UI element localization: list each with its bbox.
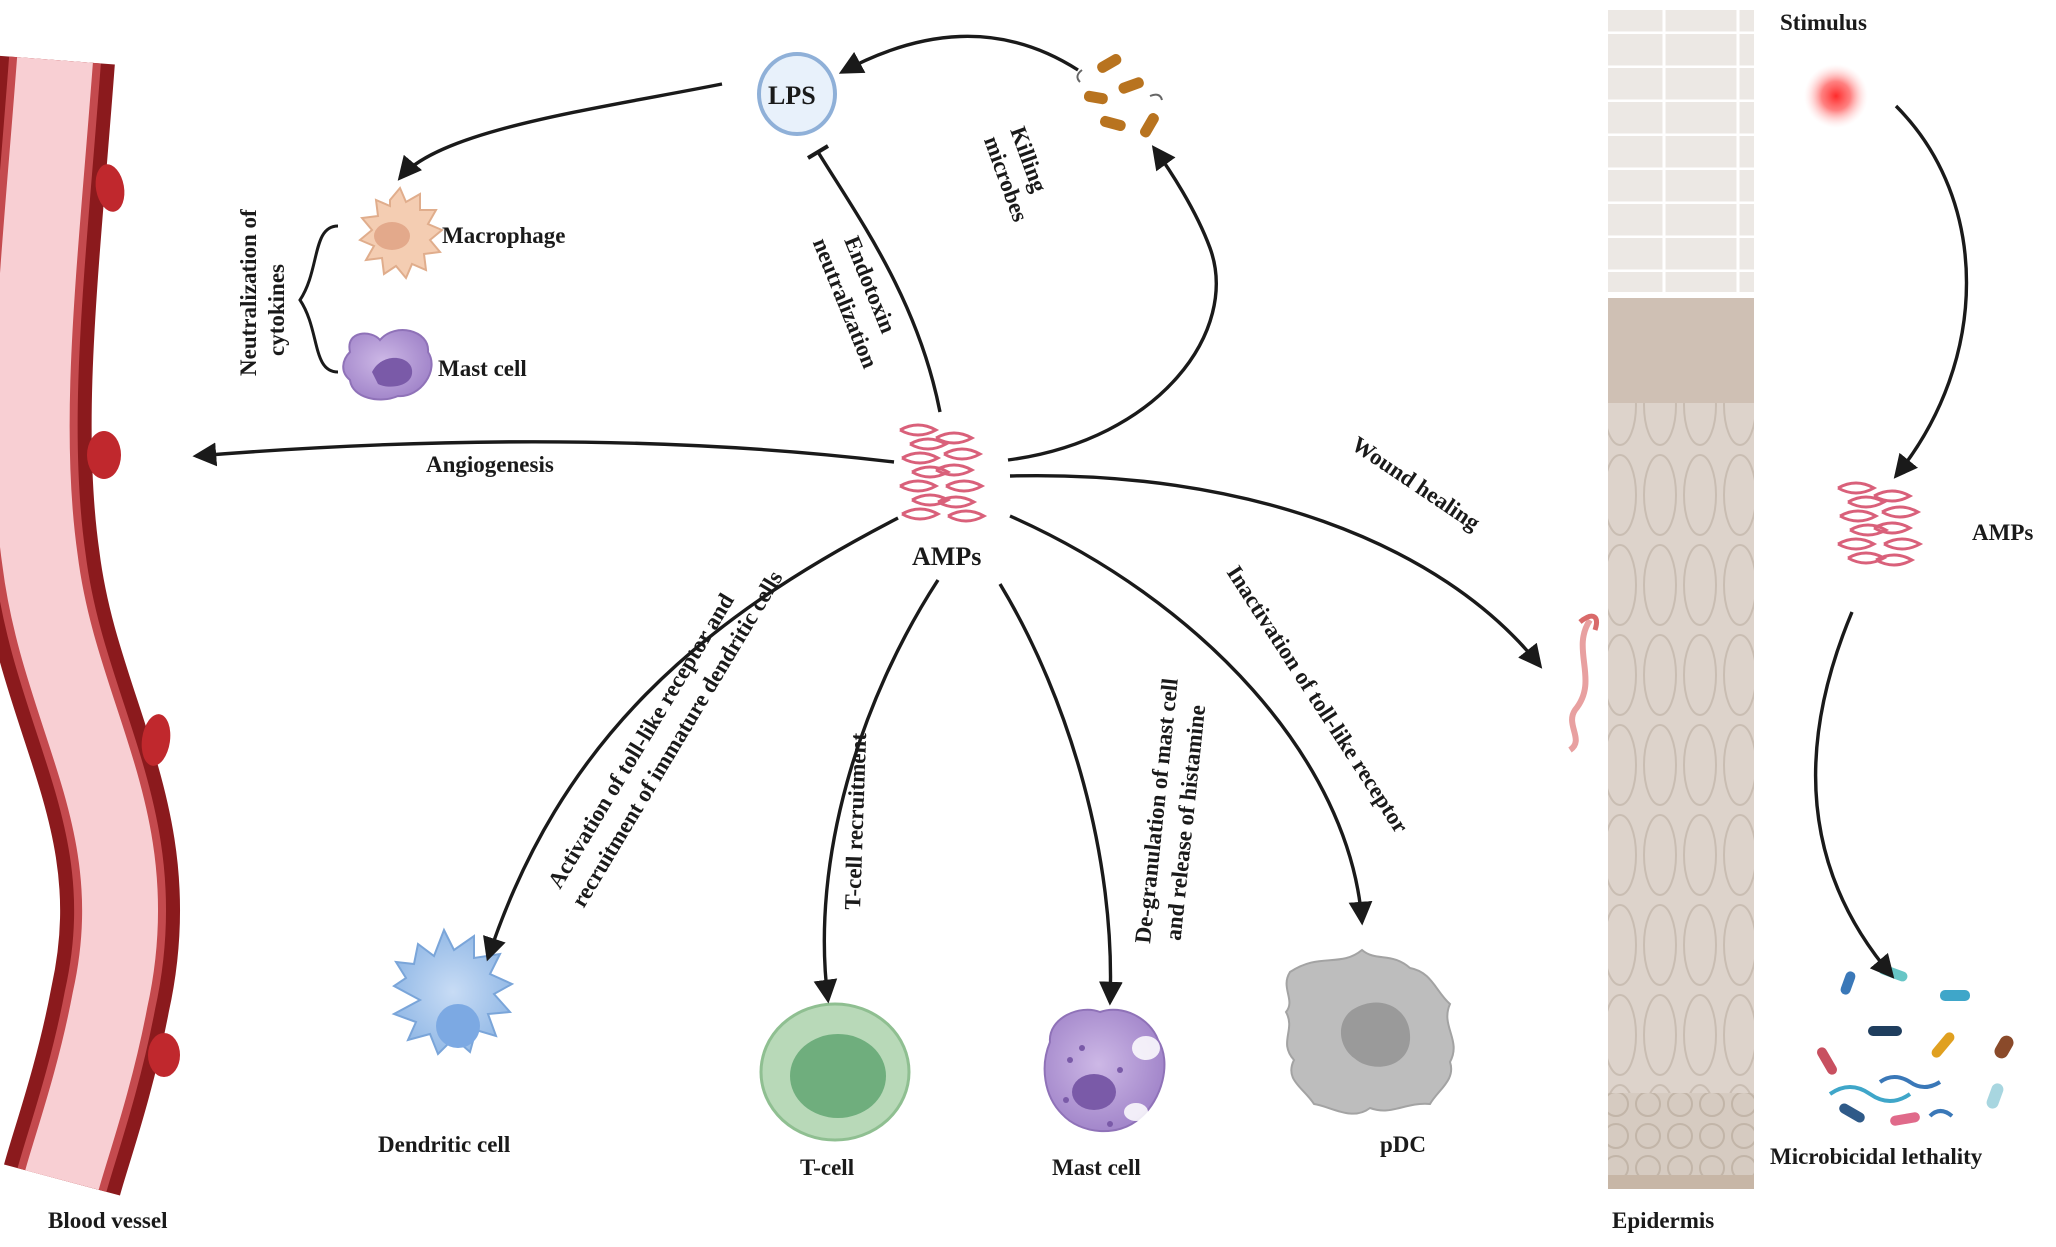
stimulus-icon — [1804, 64, 1868, 128]
arrow-amps-to-vessel — [192, 440, 895, 467]
pdc-label: pDC — [1380, 1132, 1426, 1157]
pdc-icon — [1284, 948, 1455, 1115]
macrophage-label: Macrophage — [442, 223, 566, 248]
epidermis-label: Epidermis — [1612, 1208, 1714, 1233]
mast-cell-top-label: Mast cell — [438, 356, 527, 381]
killing-microbes-label: Killing microbes — [979, 123, 1059, 225]
red-blood-cell — [95, 164, 125, 212]
blood-vessel — [0, 55, 181, 1197]
mast-cell-top-icon — [342, 329, 433, 401]
inactivation-tlr-label: Inactivation of toll-like receptor — [1222, 561, 1414, 837]
amps-right-label: AMPs — [1972, 520, 2033, 545]
lps-label: LPS — [768, 81, 816, 110]
blood-vessel-label: Blood vessel — [48, 1208, 167, 1233]
angiogenesis-label: Angiogenesis — [426, 452, 554, 477]
mast-cell-bottom-label: Mast cell — [1052, 1155, 1141, 1180]
tcell-icon — [759, 1002, 911, 1142]
tcell-recruitment-label: T-cell recruitment — [840, 732, 871, 910]
arrows — [192, 34, 1969, 1006]
wound-healing-label: Wound healing — [1347, 431, 1485, 535]
arrow-amps-to-pdc — [1009, 514, 1373, 926]
stimulus-label: Stimulus — [1780, 10, 1867, 35]
microbes-killed-icon — [1817, 964, 2014, 1126]
epidermis — [1608, 10, 1754, 1189]
arrow-lps-to-macrophage — [397, 82, 723, 181]
amps-center-label: AMPs — [912, 542, 981, 571]
degranulation-label: De-granulation of mast cell and release … — [1130, 671, 1213, 947]
red-blood-cell — [141, 714, 171, 766]
amps-right-icon — [1836, 481, 1922, 567]
neutralization-cytokines-label: Neutralization of cytokines — [236, 204, 289, 376]
red-blood-cell — [87, 431, 121, 479]
red-blood-cell — [148, 1033, 180, 1077]
microbicidal-lethality-label: Microbicidal lethality — [1770, 1144, 1983, 1169]
arrow-amps-to-microbes — [1007, 145, 1218, 462]
arrow-amps-to-wound — [1009, 473, 1543, 669]
wound-fragment-icon — [1567, 613, 1599, 753]
arrow-microbes-to-lps — [838, 34, 1079, 74]
tcell-label: T-cell — [800, 1155, 854, 1180]
cytokine-brace — [298, 224, 339, 374]
dendritic-cell-icon — [391, 927, 515, 1056]
lps-icon — [757, 52, 837, 136]
arrow-amps-to-mastcell — [998, 583, 1123, 1006]
arrow-amps-to-dendritic — [483, 516, 899, 962]
microbes-icon — [1076, 54, 1163, 138]
inhibit-bar — [806, 144, 830, 160]
arrow-stimulus-to-amps — [1893, 104, 1969, 479]
arrow-amps-inhibit-lps — [816, 151, 942, 413]
macrophage-icon — [358, 186, 444, 280]
amps-center-icon — [898, 423, 986, 523]
arrow-amps-to-lethality — [1814, 611, 1895, 979]
mast-cell-bottom-icon — [1043, 1008, 1166, 1132]
endotoxin-neutralization-label: Endotoxin neutralization — [808, 223, 911, 372]
arrow-amps-to-tcell — [813, 579, 940, 1004]
dendritic-cell-label: Dendritic cell — [378, 1132, 510, 1157]
